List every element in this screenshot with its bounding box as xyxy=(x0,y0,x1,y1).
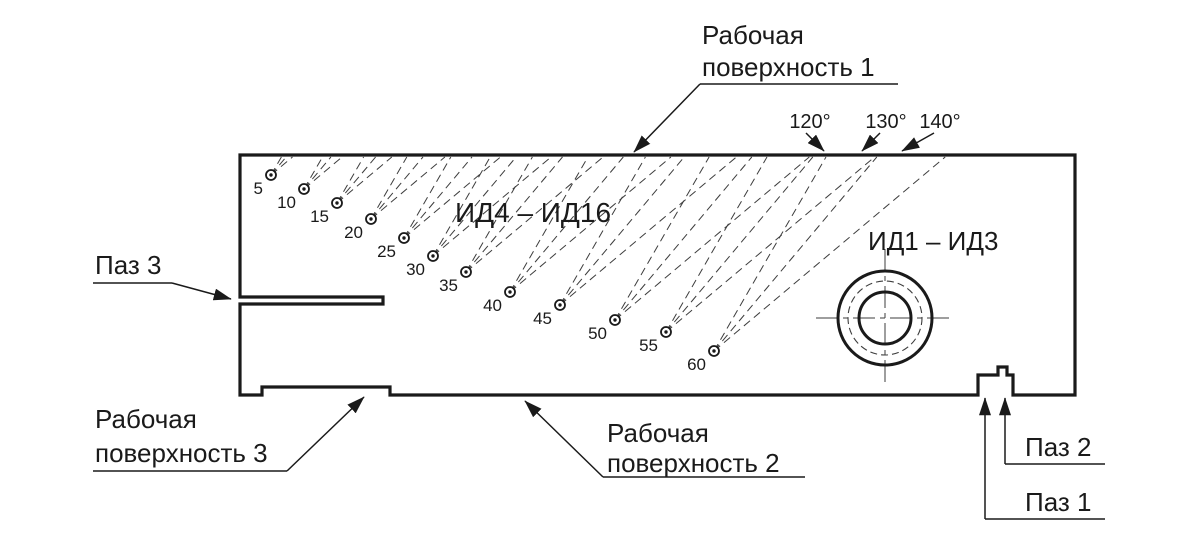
angle-130-label: 130° xyxy=(865,111,906,133)
beam-line-120-depth-10 xyxy=(303,156,323,190)
depth-dot-15: 15 xyxy=(310,197,343,226)
beam-line-140-depth-45 xyxy=(559,156,737,306)
depth-label-15: 15 xyxy=(310,207,329,226)
beam-line-130-depth-25 xyxy=(403,156,473,239)
hole-dashed-circle xyxy=(847,280,923,356)
hole-inner-circle xyxy=(857,290,913,346)
depth-dot-30: 30 xyxy=(406,250,439,279)
beam-line-120-depth-35 xyxy=(465,156,533,273)
depth-label-60: 60 xyxy=(687,355,706,374)
beam-line-140-depth-15 xyxy=(336,156,393,204)
depth-dot-20: 20 xyxy=(344,213,377,242)
dot-center xyxy=(508,290,512,294)
surface1-leader-arrow xyxy=(633,83,701,153)
beam-line-120-depth-60 xyxy=(713,156,827,352)
dot-center xyxy=(664,330,668,334)
depth-label-10: 10 xyxy=(277,193,296,212)
depth-dot-55: 55 xyxy=(639,326,672,355)
block-outline xyxy=(238,153,1077,397)
beam-line-140-depth-60 xyxy=(713,156,946,352)
beam-line-120-depth-45 xyxy=(559,156,646,306)
surface2-leader-arrow xyxy=(524,400,604,478)
depth-label-45: 45 xyxy=(533,309,552,328)
surface1-label-line2: поверхность 1 xyxy=(702,52,875,82)
angle-140-label: 140° xyxy=(919,111,960,133)
depth-dot-50: 50 xyxy=(588,314,621,343)
angle-120-leader-arrow xyxy=(805,132,825,152)
beam-line-130-depth-15 xyxy=(336,156,376,204)
beam-line-140-depth-55 xyxy=(665,156,875,333)
dot-center xyxy=(558,303,562,307)
depth-dot-10: 10 xyxy=(277,183,310,212)
beam-lines xyxy=(270,156,946,352)
beam-line-130-depth-55 xyxy=(665,156,814,333)
dot-center xyxy=(335,201,339,205)
depth-label-20: 20 xyxy=(344,223,363,242)
beam-line-120-depth-30 xyxy=(432,156,491,257)
depth-dot-40: 40 xyxy=(483,286,516,315)
depth-label-5: 5 xyxy=(254,179,263,198)
depth-label-35: 35 xyxy=(439,276,458,295)
beam-line-130-depth-10 xyxy=(303,156,332,190)
angle-130-leader-arrow xyxy=(861,132,881,152)
hole-outer-circle xyxy=(836,269,934,367)
depth-dot-45: 45 xyxy=(533,299,566,328)
radial-reflector-group xyxy=(816,249,954,387)
slot2-label: Паз 2 xyxy=(1025,432,1091,462)
beam-line-140-depth-40 xyxy=(509,156,672,293)
beam-line-120-depth-25 xyxy=(403,156,452,239)
beam-line-140-depth-20 xyxy=(370,156,446,220)
beam-line-130-depth-20 xyxy=(370,156,424,220)
depth-dot-35: 35 xyxy=(439,266,472,295)
beam-line-130-depth-40 xyxy=(509,156,624,293)
beam-line-130-depth-45 xyxy=(559,156,685,306)
dot-center xyxy=(369,217,373,221)
angle-140-leader-arrow xyxy=(901,132,935,152)
dot-center xyxy=(613,318,617,322)
depth-dot-5: 5 xyxy=(254,169,277,198)
beam-line-120-depth-15 xyxy=(336,156,365,204)
slot3-label: Паз 3 xyxy=(95,250,161,280)
beam-line-140-depth-10 xyxy=(303,156,343,190)
sensors-flat-label: ИД4 – ИД16 xyxy=(455,197,611,228)
slot1-label: Паз 1 xyxy=(1025,487,1091,517)
dot-center xyxy=(431,254,435,258)
beam-line-140-depth-35 xyxy=(465,156,604,273)
depth-label-25: 25 xyxy=(377,242,396,261)
depth-label-40: 40 xyxy=(483,296,502,315)
depth-dots: 5 10 15 20 25 30 35 40 45 50 55 60 xyxy=(254,169,720,374)
beam-line-130-depth-60 xyxy=(713,156,878,352)
beam-line-140-depth-25 xyxy=(403,156,501,239)
slot3-leader-arrow xyxy=(171,282,232,301)
dot-center xyxy=(464,270,468,274)
surface1-label-line1: Рабочая xyxy=(702,20,804,50)
beam-line-120-depth-20 xyxy=(370,156,408,220)
angle-120-label: 120° xyxy=(789,111,830,133)
beam-line-120-depth-50 xyxy=(614,156,710,321)
surface2-label-line2: поверхность 2 xyxy=(607,448,780,478)
depth-label-50: 50 xyxy=(588,324,607,343)
beam-line-130-depth-50 xyxy=(614,156,753,321)
depth-label-55: 55 xyxy=(639,336,658,355)
depth-dot-25: 25 xyxy=(377,232,410,261)
dot-center xyxy=(402,236,406,240)
surface2-label-line1: Рабочая xyxy=(607,418,709,448)
dot-center xyxy=(269,173,273,177)
beam-line-140-depth-50 xyxy=(614,156,810,321)
depth-dot-60: 60 xyxy=(687,345,720,374)
sensors-radial-label: ИД1 – ИД3 xyxy=(868,226,998,256)
beam-line-130-depth-30 xyxy=(432,156,517,257)
dot-center xyxy=(712,349,716,353)
surface3-label-line2: поверхность 3 xyxy=(95,438,268,468)
beam-line-120-depth-55 xyxy=(665,156,768,333)
dot-center xyxy=(302,187,306,191)
surface3-leader-arrow xyxy=(286,396,365,472)
surface3-label-line1: Рабочая xyxy=(95,404,197,434)
depth-label-30: 30 xyxy=(406,260,425,279)
